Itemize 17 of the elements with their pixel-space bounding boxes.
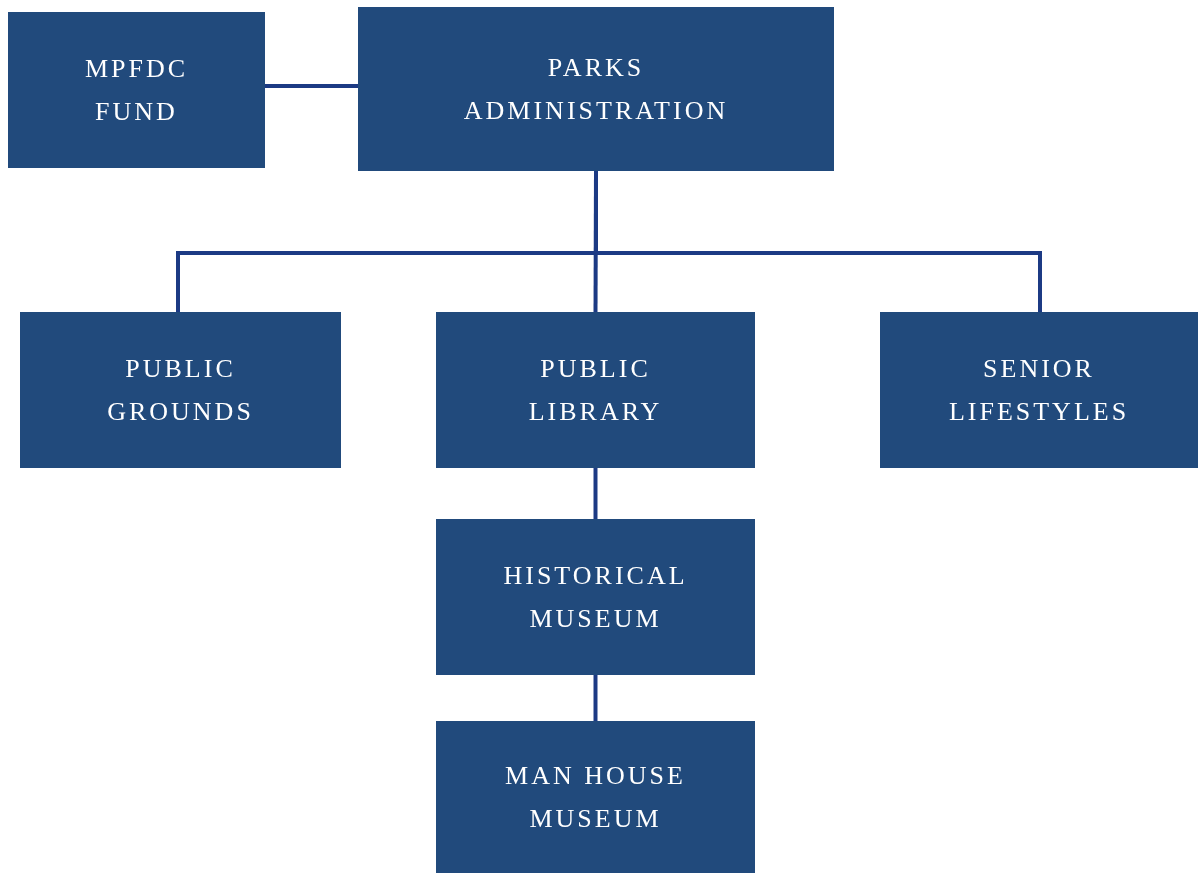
org-box (8, 12, 265, 168)
unit-name: MPFDC FUND (83, 53, 190, 128)
org-box (358, 7, 834, 171)
org-box (880, 312, 1198, 468)
unit-name: PUBLIC LIBRARY (527, 353, 664, 428)
unit-name: HISTORICAL MUSEUM (502, 560, 689, 635)
unit-name: PARKS ADMINISTRATION (462, 52, 730, 127)
connector-line (593, 675, 598, 721)
unit-name: SENIOR LIFESTYLES (947, 353, 1131, 428)
connector-line (265, 84, 358, 88)
org-box (20, 312, 341, 468)
unit-name: MAN HOUSE MUSEUM (504, 760, 687, 835)
unit-name: PUBLIC GROUNDS (106, 353, 255, 428)
org-box (436, 519, 755, 675)
org-box (436, 312, 755, 468)
connector-line (593, 468, 598, 519)
org-box (436, 721, 755, 873)
